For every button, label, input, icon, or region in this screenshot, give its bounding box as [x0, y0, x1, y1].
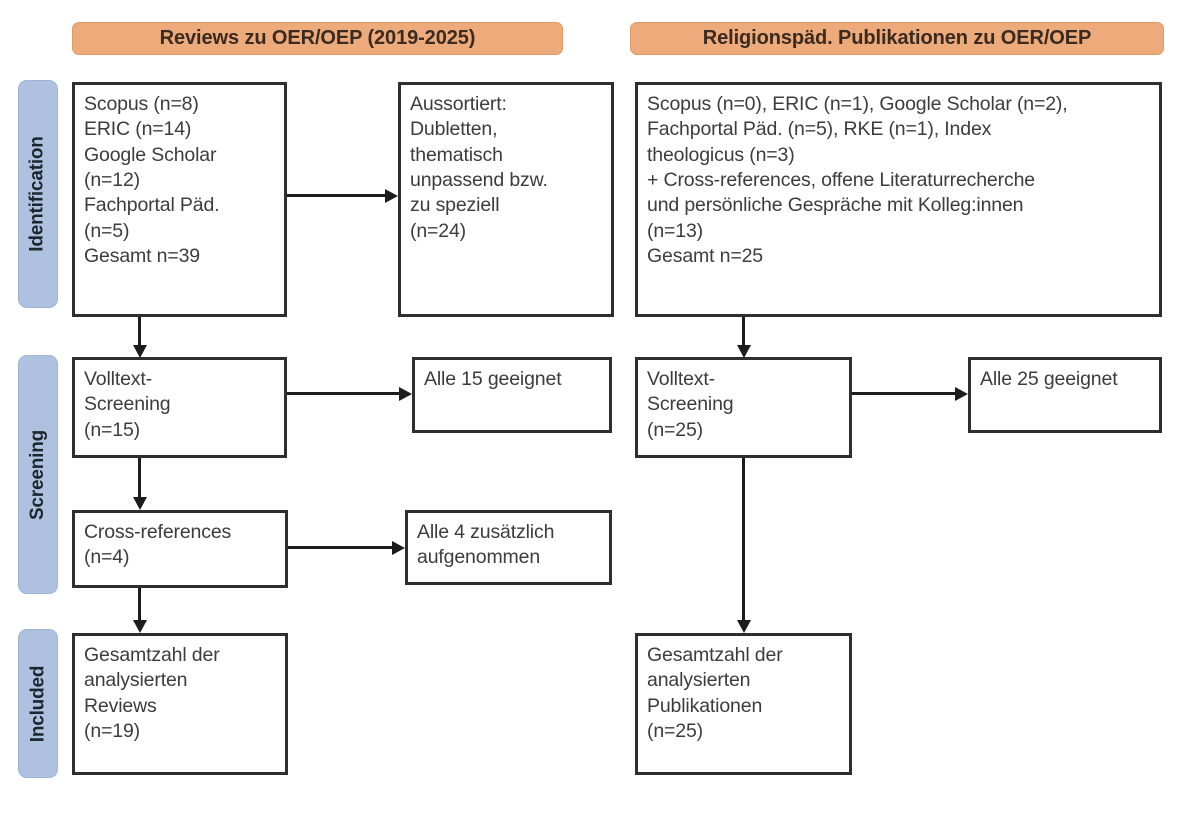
- box-left-fulltext-screening-line-2: (n=15): [84, 418, 141, 441]
- box-left-excluded-line-3: unpassend bzw.: [410, 169, 548, 192]
- box-left-crossrefs-result-line-0: Alle 4 zusätzlich: [417, 521, 555, 543]
- box-right-included-line-1: analysierten: [647, 669, 751, 692]
- box-left-excluded-line-5: (n=24): [410, 219, 467, 242]
- arrowhead-left-fulltext-to-result: [399, 386, 412, 401]
- box-right-sources-line-1: Fachportal Päd. (n=5), RKE (n=1), Index: [647, 118, 992, 141]
- stage-label-included-text: Included: [27, 665, 49, 742]
- box-left-sources: Scopus (n=8) ERIC (n=14) Google Scholar …: [72, 82, 287, 317]
- arrowhead-left-fulltext-to-crossrefs: [132, 497, 147, 510]
- connector-left-sources-to-fulltext: [138, 317, 141, 345]
- box-left-included-line-0: Gesamtzahl der: [84, 644, 220, 666]
- stage-label-included: Included: [18, 629, 58, 778]
- box-right-sources-line-3: + Cross-references, offene Literaturrech…: [647, 169, 1035, 192]
- column-header-religionspaed: Religionspäd. Publikationen zu OER/OEP: [630, 22, 1164, 55]
- arrowhead-left-crossrefs-to-included: [132, 620, 147, 633]
- column-header-reviews: Reviews zu OER/OEP (2019-2025): [72, 22, 563, 55]
- box-left-sources-line-3: (n=12): [84, 169, 141, 192]
- box-right-included-line-2: Publikationen: [647, 694, 763, 717]
- connector-left-sources-to-excluded: [287, 194, 385, 197]
- box-left-excluded-line-4: zu speziell: [410, 194, 500, 217]
- box-left-included: Gesamtzahl der analysierten Reviews (n=1…: [72, 633, 288, 775]
- connector-left-fulltext-to-crossrefs: [138, 458, 141, 497]
- box-left-included-line-1: analysierten: [84, 669, 188, 692]
- stage-label-identification: Identification: [18, 80, 58, 308]
- connector-right-fulltext-to-included: [742, 458, 745, 620]
- arrowhead-left-sources-to-excluded: [385, 188, 398, 203]
- box-left-fulltext-result-line-0: Alle 15 geeignet: [424, 368, 562, 390]
- box-right-included: Gesamtzahl der analysierten Publikatione…: [635, 633, 852, 775]
- box-left-sources-line-0: Scopus (n=8): [84, 93, 199, 115]
- connector-right-sources-to-fulltext: [742, 317, 745, 345]
- connector-left-crossrefs-to-included: [138, 588, 141, 620]
- column-header-religionspaed-label: Religionspäd. Publikationen zu OER/OEP: [702, 27, 1092, 49]
- box-right-fulltext-screening-line-2: (n=25): [647, 418, 704, 441]
- box-left-fulltext-result: Alle 15 geeignet: [412, 357, 612, 433]
- arrowhead-right-sources-to-fulltext: [736, 345, 751, 358]
- connector-left-crossrefs-to-result: [288, 546, 392, 549]
- box-left-excluded-line-0: Aussortiert:: [410, 93, 507, 115]
- box-left-excluded-line-2: thematisch: [410, 143, 503, 166]
- box-left-excluded: Aussortiert: Dubletten, thematisch unpas…: [398, 82, 614, 317]
- box-right-fulltext-screening-line-0: Volltext-: [647, 368, 716, 390]
- arrowhead-right-fulltext-to-result: [955, 386, 968, 401]
- box-left-sources-line-1: ERIC (n=14): [84, 118, 192, 141]
- box-right-included-line-0: Gesamtzahl der: [647, 644, 783, 666]
- arrowhead-left-crossrefs-to-result: [392, 540, 405, 555]
- box-right-sources-line-5: (n=13): [647, 219, 704, 242]
- box-right-fulltext-screening-line-1: Screening: [647, 393, 734, 416]
- arrowhead-left-sources-to-fulltext: [132, 345, 147, 358]
- stage-label-screening-text: Screening: [27, 429, 49, 520]
- connector-left-fulltext-to-result: [287, 392, 399, 395]
- column-header-reviews-label: Reviews zu OER/OEP (2019-2025): [159, 27, 476, 49]
- box-left-sources-line-5: (n=5): [84, 219, 130, 242]
- box-left-crossrefs-result-line-1: aufgenommen: [417, 546, 541, 569]
- stage-label-screening: Screening: [18, 355, 58, 594]
- box-left-crossrefs-line-0: Cross-references: [84, 521, 232, 543]
- box-left-crossrefs-line-1: (n=4): [84, 546, 130, 569]
- box-left-crossrefs-result: Alle 4 zusätzlich aufgenommen: [405, 510, 612, 585]
- connector-right-fulltext-to-result: [852, 392, 955, 395]
- arrowhead-right-fulltext-to-included: [736, 620, 751, 633]
- box-left-fulltext-screening-line-0: Volltext-: [84, 368, 153, 390]
- box-right-sources-line-4: und persönliche Gespräche mit Kolleg:inn…: [647, 194, 1024, 217]
- box-left-sources-line-2: Google Scholar: [84, 143, 217, 166]
- box-left-crossrefs: Cross-references (n=4): [72, 510, 288, 588]
- box-right-included-line-3: (n=25): [647, 720, 704, 743]
- box-left-excluded-line-1: Dubletten,: [410, 118, 498, 141]
- box-left-fulltext-screening-line-1: Screening: [84, 393, 171, 416]
- box-right-fulltext-screening: Volltext- Screening (n=25): [635, 357, 852, 458]
- box-right-fulltext-result: Alle 25 geeignet: [968, 357, 1162, 433]
- box-right-sources-line-6: Gesamt n=25: [647, 245, 763, 268]
- box-right-sources-line-0: Scopus (n=0), ERIC (n=1), Google Scholar…: [647, 93, 1068, 115]
- box-left-sources-line-4: Fachportal Päd.: [84, 194, 220, 217]
- box-left-sources-line-6: Gesamt n=39: [84, 245, 200, 268]
- box-right-fulltext-result-line-0: Alle 25 geeignet: [980, 368, 1118, 390]
- box-right-sources: Scopus (n=0), ERIC (n=1), Google Scholar…: [635, 82, 1162, 317]
- stage-label-identification-text: Identification: [27, 136, 49, 252]
- box-left-fulltext-screening: Volltext- Screening (n=15): [72, 357, 287, 458]
- box-right-sources-line-2: theologicus (n=3): [647, 143, 795, 166]
- box-left-included-line-2: Reviews: [84, 694, 157, 717]
- box-left-included-line-3: (n=19): [84, 720, 141, 743]
